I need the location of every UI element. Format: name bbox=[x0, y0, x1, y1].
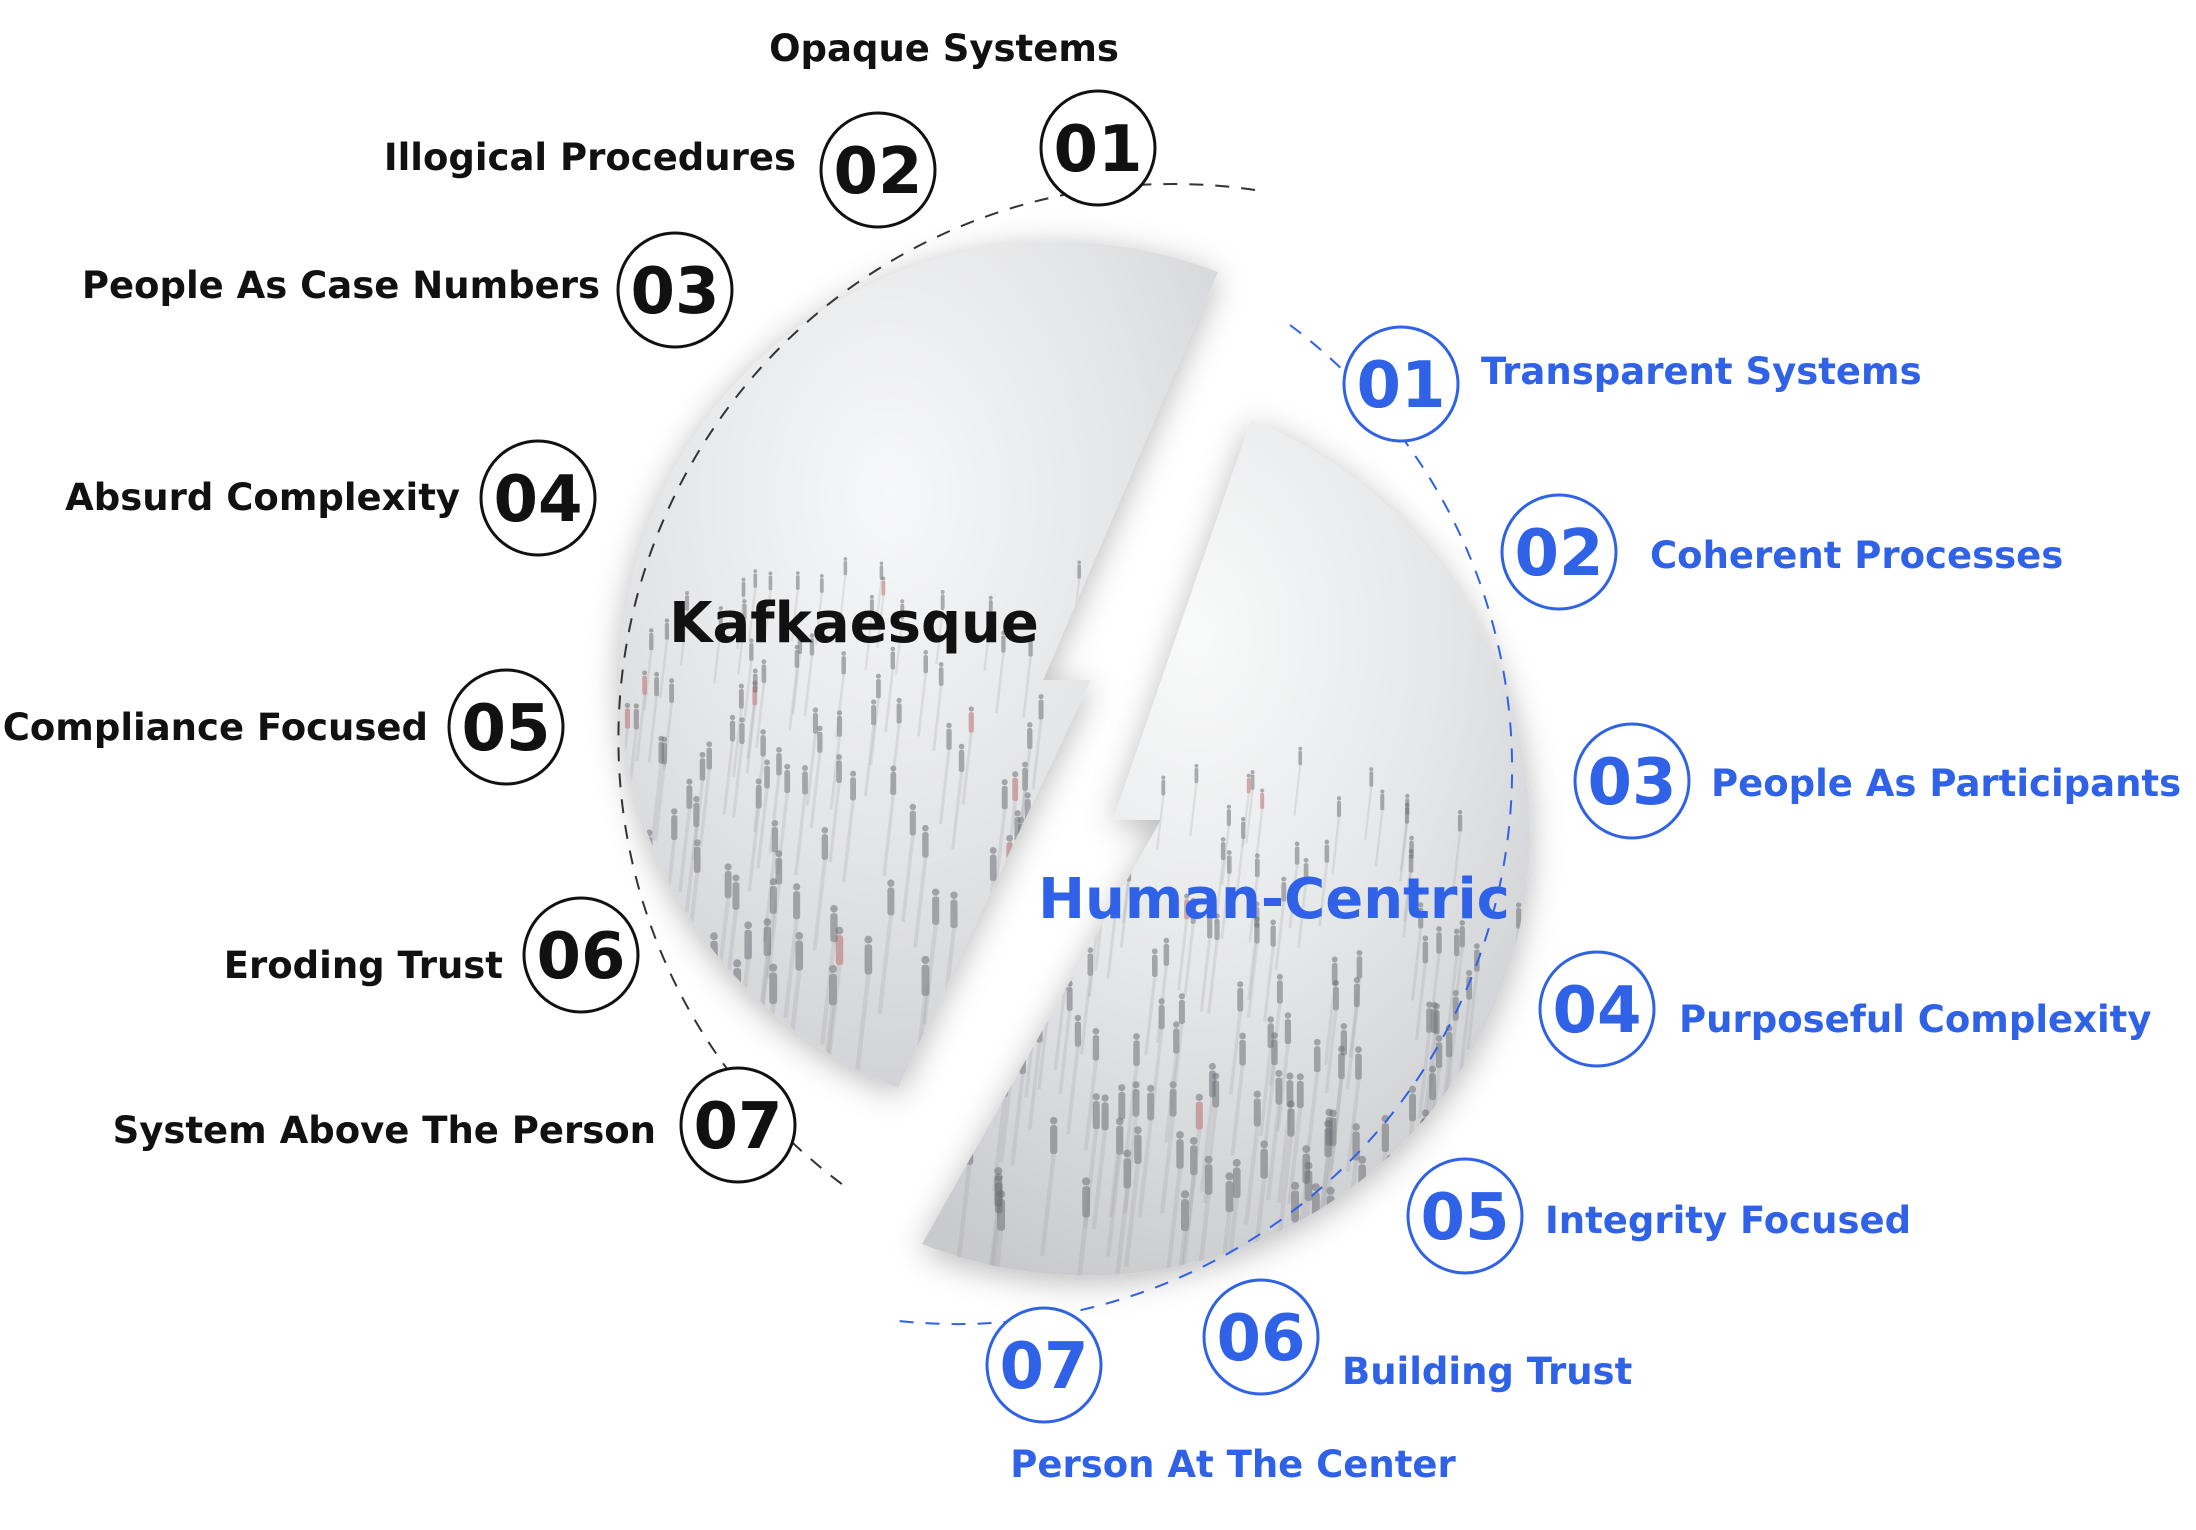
kafka-label-06: Eroding Trust bbox=[224, 944, 503, 987]
kafka-number-05: 05 bbox=[461, 692, 550, 766]
human-number-circle-02 bbox=[1500, 493, 1618, 611]
kafka-number-circle-05 bbox=[447, 668, 565, 786]
kafka-number-circle-04 bbox=[479, 439, 597, 557]
kafka-number-01: 01 bbox=[1053, 113, 1142, 187]
kafka-number-circle-01 bbox=[1039, 89, 1157, 207]
kafka-label-07: System Above The Person bbox=[113, 1109, 656, 1152]
kafka-label-02: Illogical Procedures bbox=[384, 136, 796, 179]
kafka-number-04: 04 bbox=[493, 463, 582, 537]
human-centric-image-panel bbox=[922, 420, 1531, 1276]
kafka-number-circle-02 bbox=[819, 111, 937, 229]
human-label-02: Coherent Processes bbox=[1650, 534, 2063, 577]
human-number-circle-07 bbox=[985, 1306, 1103, 1424]
human-number-06: 06 bbox=[1216, 1302, 1305, 1376]
human-item-05: 05 Integrity Focused bbox=[1406, 1157, 1911, 1275]
human-number-01: 01 bbox=[1356, 349, 1445, 423]
kafka-item-01: 01 Opaque Systems bbox=[769, 27, 1157, 207]
kafka-number-03: 03 bbox=[630, 255, 719, 329]
human-centric-dashed-arc bbox=[889, 324, 1514, 1325]
kafka-number-circle-03 bbox=[616, 231, 734, 349]
kafka-number-circle-06 bbox=[522, 896, 640, 1014]
kafka-label-05: Compliance Focused bbox=[3, 706, 428, 749]
kafkaesque-title: Kafkaesque bbox=[669, 591, 1039, 656]
human-item-02: 02 Coherent Processes bbox=[1500, 493, 2063, 611]
human-item-04: 04 Purposeful Complexity bbox=[1538, 950, 2151, 1068]
human-label-03: People As Participants bbox=[1711, 762, 2181, 805]
kafkaesque-dashed-arc bbox=[617, 182, 1256, 1191]
kafka-item-05: 05 Compliance Focused bbox=[3, 668, 565, 786]
kafka-number-06: 06 bbox=[536, 920, 625, 994]
human-label-05: Integrity Focused bbox=[1545, 1199, 1911, 1242]
human-item-03: 03 People As Participants bbox=[1573, 722, 2181, 840]
human-number-circle-03 bbox=[1573, 722, 1691, 840]
human-number-07: 07 bbox=[999, 1330, 1088, 1404]
human-label-06: Building Trust bbox=[1342, 1350, 1632, 1393]
human-number-circle-04 bbox=[1538, 950, 1656, 1068]
kafka-item-07: 07 System Above The Person bbox=[113, 1066, 797, 1184]
kafkaesque-image-panel bbox=[619, 241, 1218, 1089]
human-centric-title: Human-Centric bbox=[1038, 867, 1510, 932]
human-number-05: 05 bbox=[1420, 1181, 1509, 1255]
kafka-label-04: Absurd Complexity bbox=[65, 476, 460, 519]
kafka-number-02: 02 bbox=[833, 135, 922, 209]
kafka-number-07: 07 bbox=[693, 1090, 782, 1164]
kafka-item-03: 03 People As Case Numbers bbox=[82, 231, 734, 349]
human-item-07: 07 Person At The Center bbox=[985, 1306, 1457, 1486]
human-label-04: Purposeful Complexity bbox=[1679, 998, 2151, 1041]
kafka-item-04: 04 Absurd Complexity bbox=[65, 439, 597, 557]
human-number-03: 03 bbox=[1587, 746, 1676, 820]
human-number-circle-01 bbox=[1342, 325, 1460, 443]
human-number-04: 04 bbox=[1552, 974, 1641, 1048]
human-number-circle-05 bbox=[1406, 1157, 1524, 1275]
kafka-item-06: 06 Eroding Trust bbox=[224, 896, 640, 1014]
human-number-circle-06 bbox=[1202, 1278, 1320, 1396]
human-item-06: 06 Building Trust bbox=[1202, 1278, 1632, 1396]
human-item-01: 01 Transparent Systems bbox=[1342, 325, 1922, 443]
kafka-label-01: Opaque Systems bbox=[769, 27, 1119, 70]
kafka-label-03: People As Case Numbers bbox=[82, 264, 600, 307]
human-label-07: Person At The Center bbox=[1010, 1443, 1456, 1486]
human-number-02: 02 bbox=[1514, 517, 1603, 591]
kafka-item-02: 02 Illogical Procedures bbox=[384, 111, 937, 229]
human-label-01: Transparent Systems bbox=[1481, 350, 1922, 393]
kafka-number-circle-07 bbox=[679, 1066, 797, 1184]
